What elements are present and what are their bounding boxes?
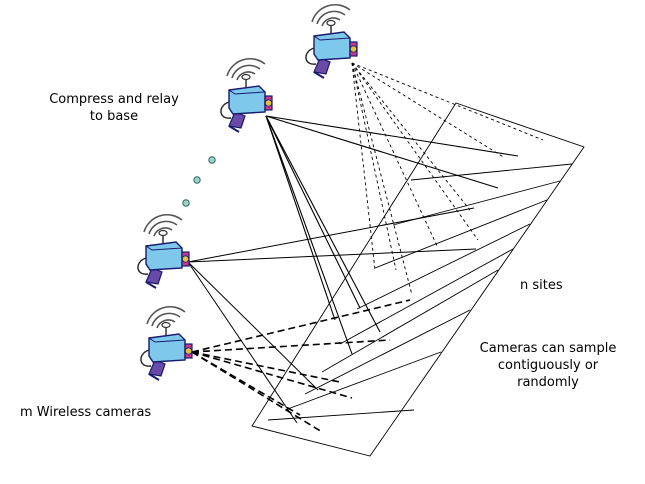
relay-dot-icon <box>208 156 216 164</box>
sampling-label-line-1: Cameras can sample <box>479 341 617 356</box>
cameras-label: m Wireless cameras <box>20 405 152 420</box>
wireless-camera-icon <box>219 57 273 133</box>
sampling-label-line-2: contiguously or <box>497 358 599 373</box>
middle-camera-rays <box>187 207 477 424</box>
wireless-camera-icon <box>304 3 358 79</box>
wireless-camera-icon <box>136 213 190 289</box>
sampling-label: Cameras can sample contiguously or rando… <box>478 340 618 391</box>
sites-label: n sites <box>520 278 563 293</box>
relay-label-line-1: Compress and relay <box>49 92 179 107</box>
bottom-camera-rays <box>191 299 411 433</box>
relay-dots <box>182 156 216 207</box>
sampling-label-line-3: randomly <box>517 375 579 390</box>
relay-camera-label: Compress and relay to base <box>44 91 184 125</box>
relay-dot-icon <box>182 199 190 207</box>
top-camera-rays <box>351 62 544 296</box>
relay-label-line-2: to base <box>89 109 139 124</box>
relay-dot-icon <box>193 176 201 184</box>
relay-camera-rays <box>265 115 519 355</box>
wireless-camera-icon <box>139 305 193 381</box>
